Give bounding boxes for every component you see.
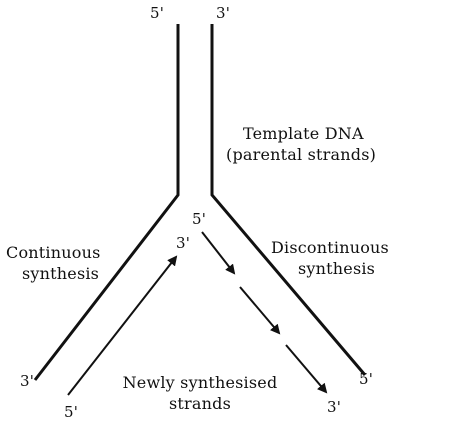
top-left-end-label: 5' bbox=[150, 4, 165, 22]
okazaki-fragment-2 bbox=[239, 286, 281, 335]
okazaki-fragment-1 bbox=[201, 231, 236, 275]
fork-right-end-label: 5' bbox=[192, 210, 207, 228]
parental-strand-left bbox=[33, 24, 180, 381]
okazaki-fragment-3 bbox=[285, 344, 328, 394]
top-right-end-label: 3' bbox=[216, 4, 231, 22]
template-dna-label: Template DNA bbox=[243, 124, 364, 143]
bottom-right-inner-end-label: 3' bbox=[327, 398, 342, 416]
parental-strands-label: (parental strands) bbox=[226, 145, 377, 164]
newly-strands-label: strands bbox=[169, 394, 231, 413]
bottom-left-inner-end-label: 5' bbox=[64, 403, 79, 421]
continuous-label: Continuous bbox=[6, 243, 101, 262]
bottom-right-outer-end-label: 5' bbox=[359, 370, 374, 388]
discontinuous-synthesis-label: synthesis bbox=[298, 259, 376, 278]
discontinuous-label: Discontinuous bbox=[271, 238, 389, 257]
fork-left-end-label: 3' bbox=[176, 234, 191, 252]
leading-strand-arrow bbox=[67, 255, 178, 396]
parental-strand-right bbox=[210, 24, 367, 376]
newly-synthesised-label: Newly synthesised bbox=[122, 373, 278, 392]
bottom-left-outer-end-label: 3' bbox=[20, 372, 35, 390]
continuous-synthesis-label: synthesis bbox=[22, 264, 100, 283]
